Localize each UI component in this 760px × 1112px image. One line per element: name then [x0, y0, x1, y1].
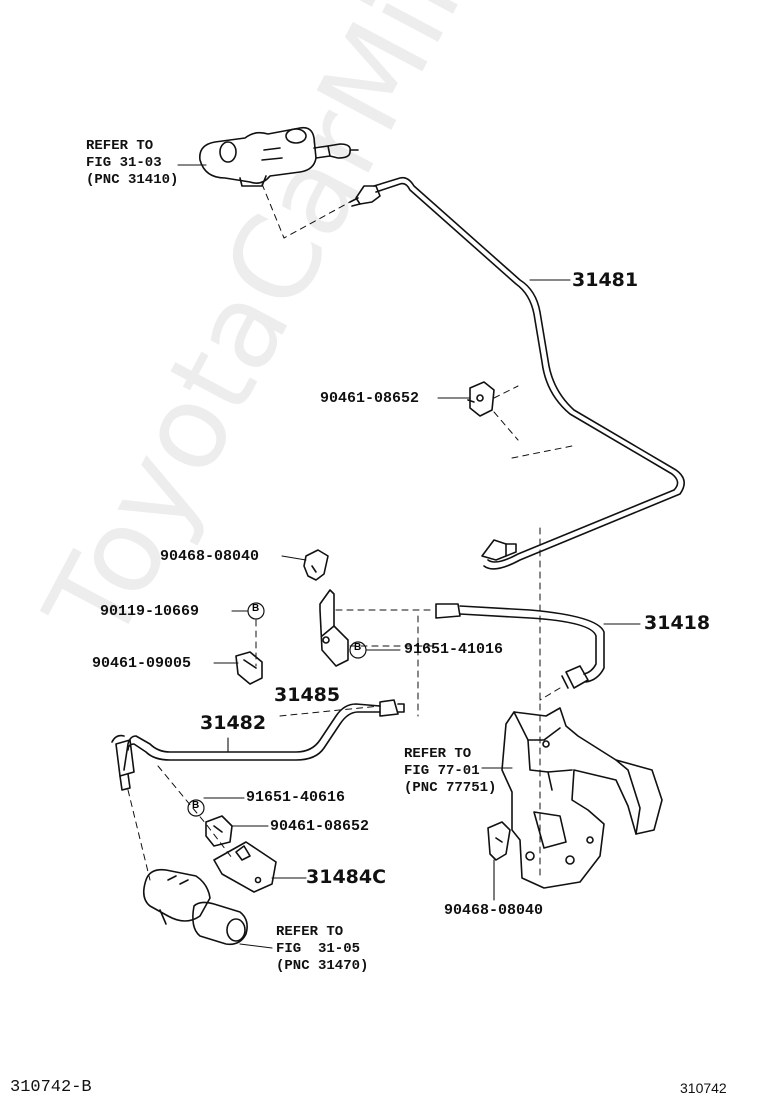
- part-label-90461-09005: 90461-09005: [92, 655, 192, 672]
- bracket-31485: [319, 589, 349, 667]
- part-label-90461-08652-bottom: 90461-08652: [270, 818, 370, 835]
- refer-bottom-line-3: (PNC 31470): [276, 958, 369, 974]
- refer-bottom-line-2: FIG 31-05: [276, 941, 361, 957]
- figure-code-left: 310742-B: [10, 1078, 92, 1097]
- clip-90461-08652-top: [467, 381, 495, 417]
- part-label-31418: 31418: [644, 612, 711, 634]
- refer-right-line-3: (PNC 77751): [404, 780, 497, 796]
- clutch-master-cylinder: [198, 126, 359, 187]
- bracket-90468-08040-left: [303, 549, 329, 581]
- flexible-hose-31418: [435, 603, 605, 689]
- bolt-markers: [187, 602, 367, 817]
- bolt-marker-3: B: [192, 800, 200, 811]
- figure-code-right: 310742: [680, 1080, 727, 1096]
- refer-right-line-1: REFER TO: [404, 746, 472, 762]
- part-label-91651-40616: 91651-40616: [246, 789, 346, 806]
- part-label-31481: 31481: [572, 269, 639, 291]
- bracket-31484C: [213, 841, 277, 893]
- refer-top: REFER TO FIG 31-03 (PNC 31410): [86, 138, 178, 189]
- part-label-90468-08040-left: 90468-08040: [160, 548, 260, 565]
- leader-lines: [177, 164, 641, 949]
- clutch-tube-31482: [111, 699, 405, 791]
- refer-right: REFER TO FIG 77-01 (PNC 77751): [404, 746, 496, 797]
- refer-right-line-2: FIG 77-01: [404, 763, 480, 779]
- bracket-90468-08040-bottom: [487, 821, 511, 861]
- part-label-90119-10669: 90119-10669: [100, 603, 200, 620]
- refer-bottom: REFER TO FIG 31-05 (PNC 31470): [276, 924, 368, 975]
- dashed-alignment-lines: [127, 183, 573, 881]
- refer-top-line-2: FIG 31-03: [86, 155, 162, 171]
- pedal-bracket-assembly: [501, 707, 663, 889]
- bolt-marker-2: B: [354, 642, 362, 653]
- part-label-31482: 31482: [200, 712, 267, 734]
- refer-bottom-line-1: REFER TO: [276, 924, 344, 940]
- clutch-release-cylinder: [142, 868, 248, 946]
- bolt-marker-1: B: [252, 603, 260, 614]
- clutch-tube-31481: [349, 176, 685, 570]
- part-label-91651-41016: 91651-41016: [404, 641, 504, 658]
- refer-top-line-3: (PNC 31410): [86, 172, 179, 188]
- part-label-31485: 31485: [274, 684, 341, 706]
- refer-top-line-1: REFER TO: [86, 138, 154, 154]
- clip-90461-09005: [235, 651, 263, 685]
- clip-90461-08652-bottom: [205, 815, 233, 847]
- part-label-90461-08652-top: 90461-08652: [320, 390, 420, 407]
- part-label-31484C: 31484C: [306, 866, 387, 888]
- part-label-90468-08040-bottom: 90468-08040: [444, 902, 544, 919]
